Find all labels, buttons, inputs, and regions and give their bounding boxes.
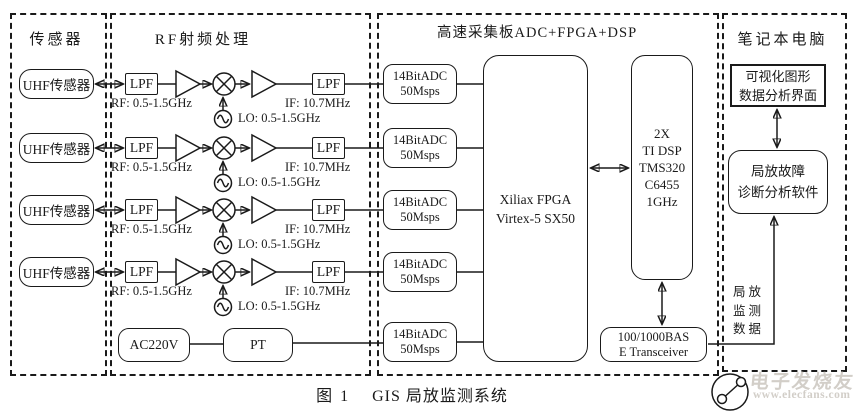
dsp-box: 2X TI DSP TMS320 C6455 1GHz	[631, 55, 693, 280]
software-line1: 局放故障	[751, 164, 805, 179]
lpf-box: LPF	[125, 199, 158, 221]
dsp-line: 1GHz	[646, 194, 678, 209]
fpga-line1: Xiliax FPGA	[499, 191, 572, 207]
adc-line2: 50Msps	[400, 272, 440, 286]
monitoring-data-line: 数据	[733, 322, 765, 336]
lpf-box: LPF	[125, 137, 158, 159]
diagnosis-software-box: 局放故障 诊断分析软件	[728, 150, 828, 214]
dsp-line: C6455	[644, 177, 680, 192]
dsp-line: 2X	[654, 126, 670, 141]
lpf-box: LPF	[125, 261, 158, 283]
group-laptop	[722, 13, 847, 372]
adc-line1: 14BitADC	[392, 256, 448, 271]
adc-line1: 14BitADC	[392, 326, 448, 341]
ac220v-box: AC220V	[118, 328, 190, 362]
transceiver-line2: E Transceiver	[618, 344, 689, 359]
group-title-acquisition: 高速采集板ADC+FPGA+DSP	[437, 25, 638, 41]
group-acquisition-board	[377, 13, 719, 376]
monitoring-data-line: 局放	[733, 285, 765, 299]
power-links	[190, 342, 383, 345]
lpf-box: LPF	[312, 261, 345, 283]
ui-line2: 数据分析界面	[738, 87, 817, 103]
transceiver-box: 100/1000BAS E Transceiver	[600, 327, 707, 362]
group-sensors	[10, 13, 107, 376]
transceiver-line1: 100/1000BAS	[617, 329, 690, 344]
uhf-sensor-box: UHF传感器	[19, 69, 94, 99]
if-freq-label: IF: 10.7MHz	[285, 222, 351, 236]
uhf-sensor-box: UHF传感器	[19, 257, 94, 287]
lpf-box: LPF	[125, 73, 158, 95]
if-freq-label: IF: 10.7MHz	[285, 284, 351, 298]
elecfans-logo-icon	[711, 373, 749, 411]
figure-caption: 图 1 GIS 局放监测系统	[232, 382, 592, 406]
lo-range-label: LO: 0.5-1.5GHz	[238, 175, 321, 189]
monitoring-data-label: 局放 监测 数据	[733, 283, 764, 339]
transceiver-software-arrow	[708, 217, 774, 345]
adc-line2: 50Msps	[400, 342, 440, 356]
if-freq-label: IF: 10.7MHz	[285, 160, 351, 174]
lo-range-label: LO: 0.5-1.5GHz	[238, 237, 321, 251]
uhf-sensor-box: UHF传感器	[19, 133, 94, 163]
lpf-box: LPF	[312, 199, 345, 221]
if-freq-label: IF: 10.7MHz	[285, 96, 351, 110]
group-title-laptop: 笔记本电脑	[737, 32, 828, 48]
dsp-line: TMS320	[638, 160, 686, 175]
adc-line2: 50Msps	[400, 148, 440, 162]
group-title-sensors: 传感器	[29, 32, 84, 48]
rf-range-label: RF: 0.5-1.5GHz	[111, 160, 192, 174]
figure-number: 图 1	[316, 388, 351, 405]
monitoring-data-line: 监测	[733, 303, 765, 318]
group-title-rf: RF射频处理	[154, 32, 252, 48]
lpf-box: LPF	[312, 137, 345, 159]
watermark-url: www.elecfans.com	[753, 389, 851, 401]
rf-range-label: RF: 0.5-1.5GHz	[111, 96, 192, 110]
lo-range-label: LO: 0.5-1.5GHz	[238, 299, 321, 313]
fpga-box: Xiliax FPGA Virtex-5 SX50	[483, 55, 588, 362]
fpga-line2: Virtex-5 SX50	[495, 210, 576, 226]
adc-fpga-links	[457, 83, 483, 343]
adc-line1: 14BitADC	[392, 194, 448, 209]
figure-title: GIS 局放监测系统	[372, 388, 508, 405]
pt-box: PT	[223, 328, 293, 362]
ui-line1: 可视化图形	[745, 68, 811, 84]
software-line2: 诊断分析软件	[737, 185, 819, 200]
visualization-ui-box: 可视化图形 数据分析界面	[730, 64, 826, 107]
group-rf-processing	[110, 13, 371, 376]
rf-range-label: RF: 0.5-1.5GHz	[111, 284, 192, 298]
adc-line1: 14BitADC	[392, 132, 448, 147]
dsp-line: TI DSP	[642, 143, 682, 158]
adc-line1: 14BitADC	[392, 68, 448, 83]
adc-line2: 50Msps	[400, 84, 440, 98]
adc-line2: 50Msps	[400, 210, 440, 224]
uhf-sensor-box: UHF传感器	[19, 195, 94, 225]
lpf-box: LPF	[312, 73, 345, 95]
rf-range-label: RF: 0.5-1.5GHz	[111, 222, 192, 236]
lo-range-label: LO: 0.5-1.5GHz	[238, 111, 321, 125]
